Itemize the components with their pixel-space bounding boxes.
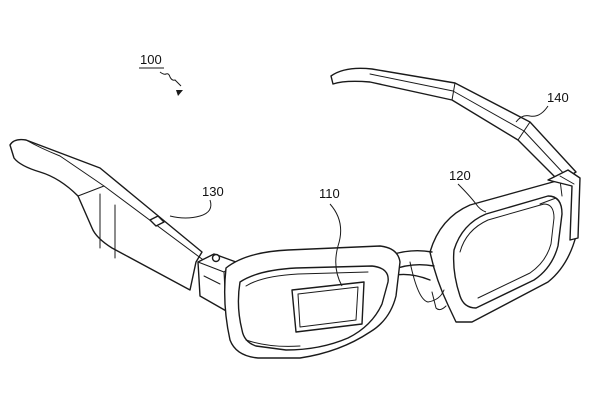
- right-lens-frame: [429, 179, 579, 323]
- label-110-group: 110: [319, 186, 343, 287]
- label-130-group: 130: [169, 184, 224, 219]
- label-140-group: 140: [515, 90, 569, 123]
- label-100: 100: [140, 52, 162, 67]
- label-140: 140: [547, 90, 569, 105]
- front-temple-arm: [9, 138, 207, 291]
- right-hinge: [547, 169, 581, 241]
- arrow-icon: [176, 90, 183, 96]
- label-120-group: 120: [449, 168, 487, 213]
- rear-temple-arm: [330, 67, 577, 183]
- display-panel: [291, 281, 365, 333]
- label-110: 110: [319, 186, 340, 201]
- label-120: 120: [449, 168, 471, 183]
- label-100-group: 100: [139, 52, 183, 96]
- label-130: 130: [202, 184, 224, 199]
